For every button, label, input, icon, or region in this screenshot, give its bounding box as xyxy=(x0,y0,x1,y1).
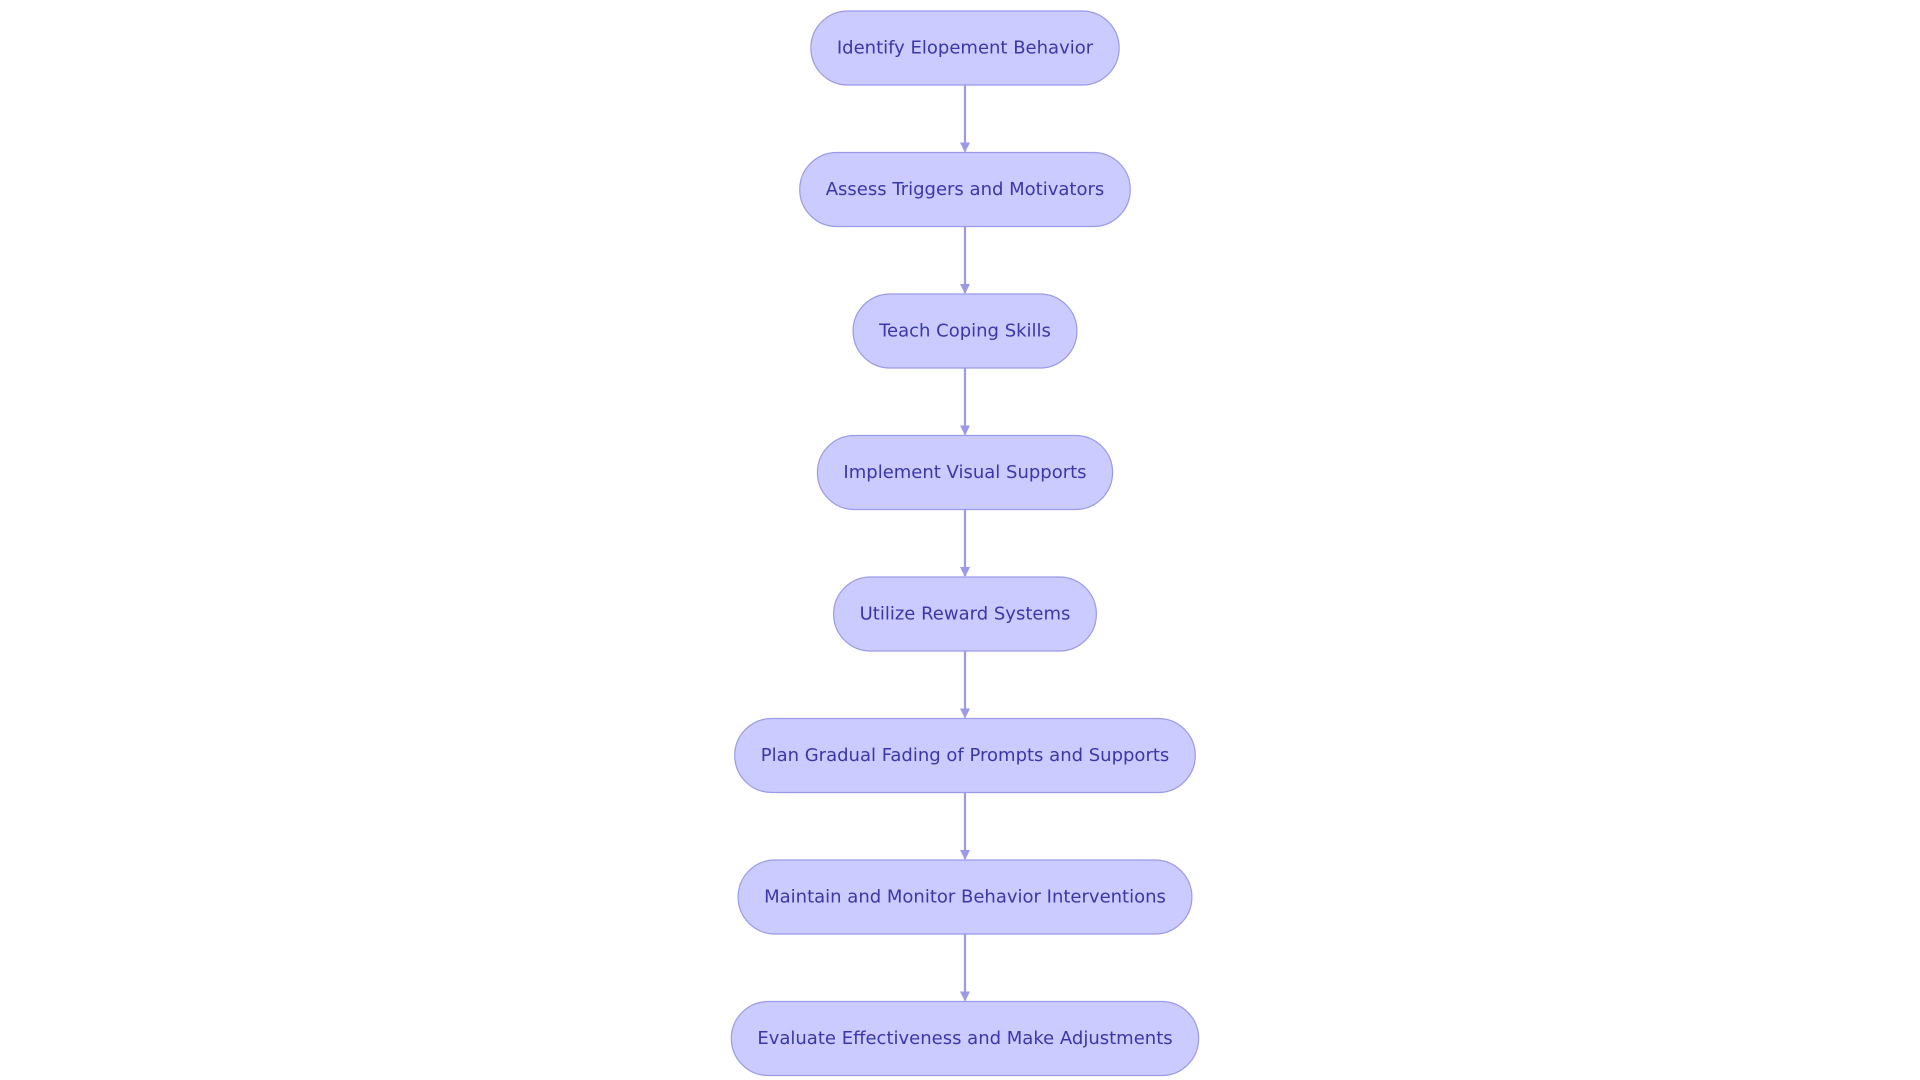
flow-node-label: Plan Gradual Fading of Prompts and Suppo… xyxy=(761,745,1170,766)
flow-node-shape xyxy=(852,293,1078,369)
flow-node: Evaluate Effectiveness and Make Adjustme… xyxy=(730,1000,1200,1077)
flow-node-label: Assess Triggers and Motivators xyxy=(826,179,1105,200)
flow-node-label: Implement Visual Supports xyxy=(843,462,1086,483)
flow-node-shape xyxy=(810,10,1120,86)
flow-node-shape xyxy=(734,717,1196,794)
flow-node-shape xyxy=(730,1000,1200,1077)
flow-node-shape xyxy=(833,576,1097,652)
flow-node-label: Evaluate Effectiveness and Make Adjustme… xyxy=(757,1028,1172,1049)
flow-node-shape xyxy=(816,434,1114,511)
flow-node-shape xyxy=(799,151,1131,228)
flow-node: Utilize Reward Systems xyxy=(833,576,1097,652)
flow-node-label: Maintain and Monitor Behavior Interventi… xyxy=(764,887,1166,908)
flow-node: Assess Triggers and Motivators xyxy=(799,151,1131,228)
flow-node: Plan Gradual Fading of Prompts and Suppo… xyxy=(734,717,1196,794)
flow-node-label: Identify Elopement Behavior xyxy=(837,38,1094,59)
flow-node: Identify Elopement Behavior xyxy=(810,10,1120,86)
flow-node: Implement Visual Supports xyxy=(816,434,1114,511)
flow-node-label: Utilize Reward Systems xyxy=(860,604,1071,625)
flow-node: Teach Coping Skills xyxy=(852,293,1078,369)
flow-node-shape xyxy=(737,859,1193,935)
flow-node-label: Teach Coping Skills xyxy=(878,321,1051,342)
flow-node: Maintain and Monitor Behavior Interventi… xyxy=(737,859,1193,935)
